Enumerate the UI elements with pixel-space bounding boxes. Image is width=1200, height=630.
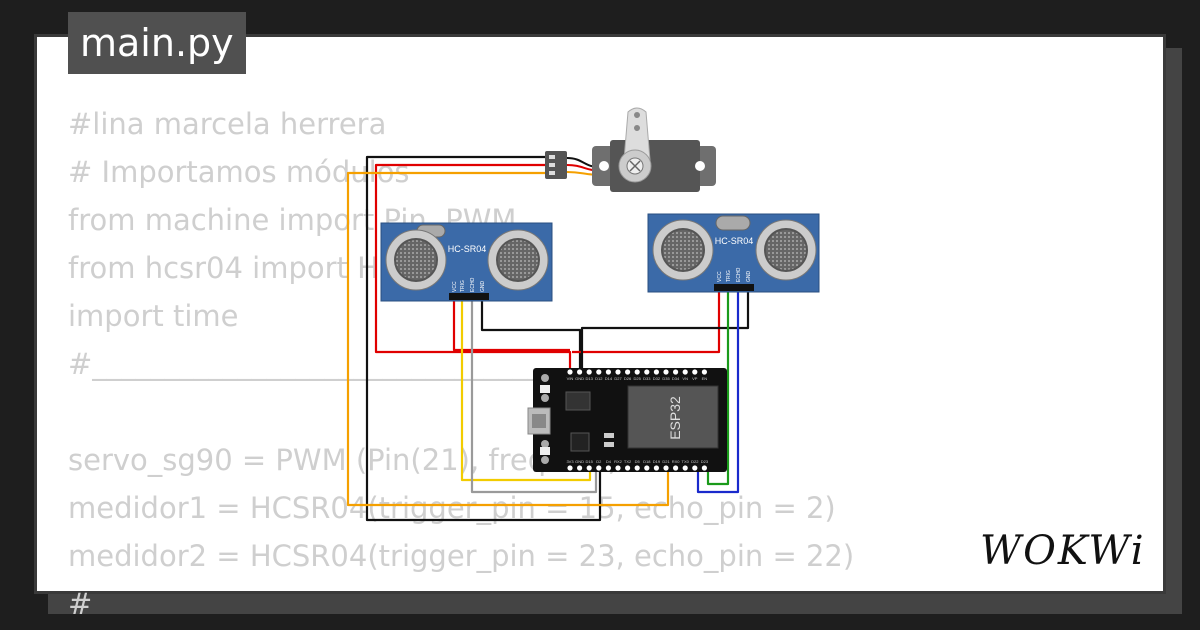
mcu-pin-label: D18 (643, 459, 651, 464)
wire-black-s1 (480, 300, 582, 372)
wire-green-s2 (706, 292, 730, 486)
mcu-pin-label: D22 (691, 459, 699, 464)
mcu-pin (615, 369, 621, 375)
mcu-pin-label: D5 (635, 459, 641, 464)
wire-black-servo (365, 155, 602, 522)
ultrasonic-sensor-2: HC-SR04 VCC TRIG ECHO GND (647, 213, 820, 293)
mcu-pin (567, 465, 573, 471)
mcu-pin-label: D34 (672, 376, 680, 381)
mcu-pin-label: VP (692, 376, 698, 381)
svg-text:TRIG: TRIG (726, 270, 732, 282)
file-tab-main-py[interactable]: main.py (68, 12, 246, 74)
svg-text:WOKWi: WOKWi (980, 528, 1146, 574)
mcu-pin (634, 369, 640, 375)
mcu-pin-label: D12 (595, 376, 603, 381)
transducer-right (487, 229, 549, 291)
mcu-pin (634, 465, 640, 471)
mcu-pin (625, 465, 631, 471)
mcu-pin-label: GND (575, 376, 584, 381)
mcu-pin-label: GND (575, 459, 584, 464)
mcu-pin-label: 3V3 (566, 459, 574, 464)
code-line: #lina marcela herrera (68, 107, 387, 141)
mcu-pin-label: D33 (643, 376, 651, 381)
mcu-pin (663, 465, 669, 471)
svg-text:ECHO: ECHO (736, 267, 742, 282)
mcu-pin (615, 465, 621, 471)
wire-yellow-s1 (460, 300, 592, 482)
mcu-pin-label: TX0 (682, 459, 690, 464)
wire-black-s2 (580, 292, 750, 372)
mcu-pin-label: RX0 (672, 459, 681, 464)
mcu-pin-label: RX2 (614, 459, 623, 464)
mcu-pin (596, 465, 602, 471)
mcu-pin (644, 369, 650, 375)
ultrasonic-sensor-1: HC-SR04 VCC TRIG ECHO GND (380, 222, 553, 302)
mcu-pin-label: D19 (653, 459, 661, 464)
mcu-pin-label: D35 (662, 376, 670, 381)
code-line: medidor2 = HCSR04(trigger_pin = 23, echo… (68, 539, 855, 573)
mcu-pin-label: D4 (606, 459, 612, 464)
code-line: import time (68, 299, 239, 333)
mcu-pin-label: D14 (605, 376, 613, 381)
svg-text:TRIG: TRIG (460, 280, 466, 292)
mcu-pin-label: D32 (653, 376, 661, 381)
svg-text:GND: GND (746, 271, 752, 283)
wire-orange-servo (346, 171, 670, 507)
mcu-pin-label: D27 (614, 376, 622, 381)
mcu-pin (567, 369, 573, 375)
mcu-pin-label: D2 (596, 459, 602, 464)
mcu-pin (692, 369, 698, 375)
svg-text:VCC: VCC (717, 271, 723, 282)
esp32-chip-label: ESP32 (667, 396, 683, 440)
mcu-pin (701, 465, 708, 471)
servo-motor-icon (545, 107, 716, 192)
mcu-pin (577, 465, 583, 471)
mcu-pin-label: VIN (567, 376, 574, 381)
svg-text:ECHO: ECHO (470, 277, 476, 292)
mcu-pin (586, 369, 592, 375)
mcu-pin (577, 369, 583, 375)
mcu-pin-label: D13 (586, 376, 594, 381)
transducer-left (385, 229, 447, 291)
svg-text:GND: GND (480, 281, 486, 293)
mcu-pin (605, 465, 612, 471)
mcu-pin-label: VN (682, 376, 688, 381)
mcu-pin (653, 369, 660, 375)
mcu-pin-label: EN (702, 376, 708, 381)
mcu-pin (663, 369, 669, 375)
mcu-pin-label: D26 (624, 376, 632, 381)
svg-text:VCC: VCC (452, 281, 458, 292)
mcu-pin (682, 369, 688, 375)
mcu-pin (653, 465, 660, 471)
code-line: # (68, 587, 93, 621)
wire-gray-s1 (470, 300, 598, 494)
mcu-pin (682, 465, 688, 471)
mcu-pin-label: D15 (586, 459, 594, 464)
mcu-pin (673, 465, 679, 471)
wire-red-s1 (452, 300, 570, 352)
mcu-pin (673, 369, 679, 375)
mcu-pin-label: D21 (662, 459, 670, 464)
mcu-pin (644, 465, 650, 471)
mcu-pin-label: TX2 (624, 459, 632, 464)
mcu-pin-label: D25 (634, 376, 642, 381)
mcu-pin-label: D23 (701, 459, 709, 464)
wire-blue-s2 (696, 292, 740, 494)
mcu-pin (625, 369, 631, 375)
wire-red-s2 (572, 292, 721, 354)
mcu-pin (605, 369, 612, 375)
code-line: from machine import Pin, PWM (68, 203, 517, 237)
mcu-pin (586, 465, 592, 471)
sensor1-model: HC-SR04 (448, 244, 487, 254)
mcu-pin (596, 369, 602, 375)
mcu-pin (692, 465, 698, 471)
wokwi-logo[interactable]: WOKWi (976, 526, 1152, 576)
wire-red-servo (374, 163, 572, 372)
mcu-pin (701, 369, 708, 375)
sensor2-model: HC-SR04 (715, 236, 754, 246)
